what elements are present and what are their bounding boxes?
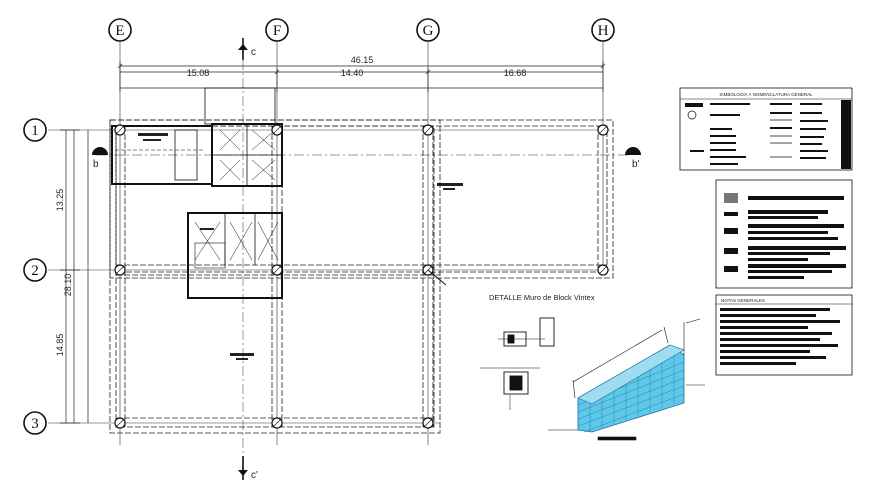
column-axis-label-h: H <box>598 23 609 39</box>
column-axis-bubble-e: E <box>108 18 132 42</box>
block-wall-isometric <box>577 344 685 433</box>
column-axis-label-f: F <box>273 23 281 39</box>
grid-axis-lines <box>48 42 610 445</box>
detail-title: DETALLE Muro de Block Vintex <box>489 293 595 302</box>
section-cut-c-bottom: c' <box>238 456 258 481</box>
row-span-dimension-2-3: 14.85 <box>55 334 65 357</box>
general-notes-panel: NOTAS GENERALES <box>715 294 853 376</box>
column-hatch <box>115 125 608 428</box>
section-label-b: b <box>93 159 99 170</box>
row-axis-bubble-2: 2 <box>23 258 47 282</box>
column-axis-label-g: G <box>423 23 434 39</box>
wall-dimension-lines <box>548 318 705 441</box>
span-dimension-g-h: 16.68 <box>504 68 527 78</box>
overall-width-dimension: 46.15 <box>351 55 374 65</box>
row-axis-label-2: 2 <box>31 263 39 279</box>
detail-small-sections <box>480 317 555 410</box>
section-label-b-prime: b' <box>632 159 640 170</box>
column-axis-bubble-h: H <box>591 18 615 42</box>
column-axis-bubble-f: F <box>265 18 289 42</box>
row-axis-bubble-1: 1 <box>23 118 47 142</box>
row-span-dimension-1-2: 13.25 <box>55 189 65 212</box>
section-cut-b-left: b <box>92 147 630 170</box>
notes-title: NOTAS GENERALES <box>721 298 765 303</box>
top-dimension-chain <box>117 61 606 92</box>
overall-depth-dimension: 28.10 <box>63 274 73 297</box>
foundation-beams <box>109 119 614 434</box>
ramp-line <box>427 269 447 286</box>
plan-annotations <box>138 133 463 360</box>
column-axis-bubble-g: G <box>416 18 440 42</box>
section-label-c: c <box>251 47 256 58</box>
column-axis-label-e: E <box>115 23 124 39</box>
stair-core-upper <box>111 87 283 187</box>
materials-panel <box>715 179 853 289</box>
stair-core-lower <box>187 212 283 299</box>
span-dimension-e-f: 15.08 <box>187 68 210 78</box>
row-axis-bubble-3: 3 <box>23 411 47 435</box>
section-label-c-prime: c' <box>251 470 258 481</box>
section-cut-c-top: c <box>238 38 256 468</box>
span-dimension-f-g: 14.40 <box>341 68 364 78</box>
legend-panel: SIMBOLOGÍA Y NOMENCLATURA GENERAL <box>679 87 853 171</box>
row-axis-label-3: 3 <box>31 416 39 432</box>
row-axis-label-1: 1 <box>31 123 39 139</box>
legend-title: SIMBOLOGÍA Y NOMENCLATURA GENERAL <box>719 91 813 97</box>
left-dimension-chain <box>60 129 89 424</box>
section-cut-b-right: b' <box>625 147 641 170</box>
